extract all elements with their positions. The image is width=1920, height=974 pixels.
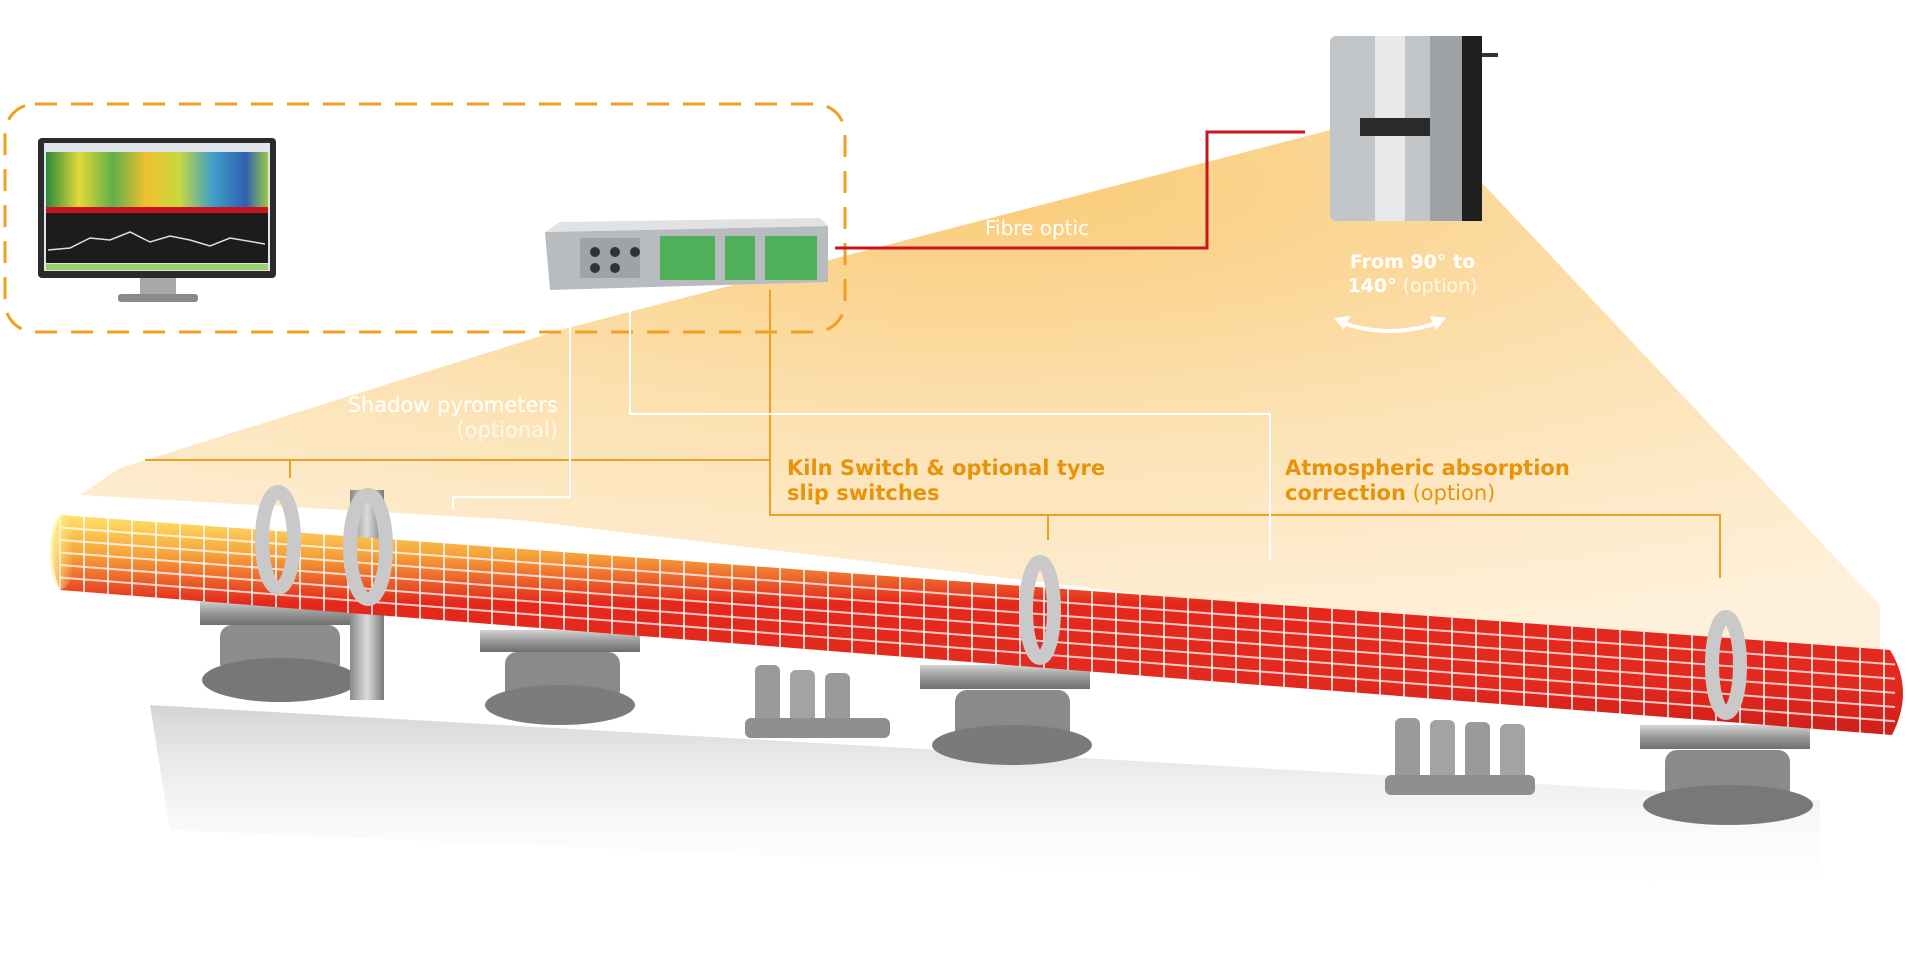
atmospheric-line1: Atmospheric absorption xyxy=(1285,456,1570,480)
monitor-icon xyxy=(38,138,276,302)
scanner-icon xyxy=(1330,36,1560,221)
angle-min-value: From 90° xyxy=(1349,251,1447,273)
atmospheric-option-text: (option) xyxy=(1405,481,1496,505)
angle-option-text: (option) xyxy=(1396,275,1478,297)
signal-connection-lines xyxy=(145,290,1721,578)
kiln-tyres xyxy=(255,485,1747,720)
rotary-kiln xyxy=(50,515,1904,735)
angle-max-value: 140° xyxy=(1347,275,1397,297)
fibre-optic-label: Fibre optic xyxy=(985,216,1089,241)
shadow-pyrometers-note: (optional) xyxy=(456,418,559,442)
ground-shadow xyxy=(150,705,1820,900)
kiln-switch-line2: slip switches xyxy=(787,481,940,505)
atmospheric-correction-label: Atmospheric absorption correction (optio… xyxy=(1285,456,1570,506)
atmospheric-correction-word: correction xyxy=(1285,481,1406,505)
processor-unit-icon xyxy=(545,218,828,290)
kiln-switch-label: Kiln Switch & optional tyre slip switche… xyxy=(787,456,1105,506)
rotation-arrow-icon xyxy=(1334,316,1446,333)
control-room-frame xyxy=(3,102,847,334)
shadow-pyrometers-title: Shadow pyrometers xyxy=(347,393,558,417)
shadow-pyrometers-label: Shadow pyrometers (optional) xyxy=(290,393,558,443)
angle-range-label: From 90° to 140° (option) xyxy=(1325,250,1500,298)
kiln-support-piers xyxy=(200,490,1813,825)
fibre-optic-text: Fibre optic xyxy=(985,216,1090,240)
scan-glow-area xyxy=(80,130,1880,660)
kiln-switch-line1: Kiln Switch & optional tyre xyxy=(787,456,1106,480)
angle-to-text: to xyxy=(1446,251,1476,273)
fibre-optic-line xyxy=(835,130,1305,250)
